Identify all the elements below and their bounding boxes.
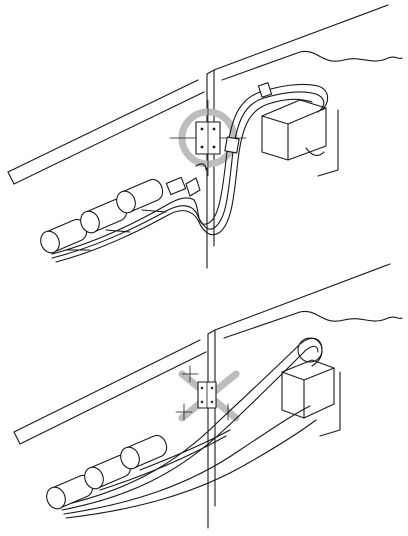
- hinge: [197, 381, 217, 409]
- wire-harness: [51, 82, 329, 263]
- transformer-box: [281, 359, 335, 419]
- right-panel: [206, 4, 403, 269]
- correct-routing-diagram: [7, 4, 403, 269]
- wire-harness: [59, 337, 323, 519]
- hinge: [195, 121, 221, 155]
- right-panel: [207, 263, 403, 529]
- left-panel: [13, 339, 207, 445]
- lamp-cylinder: [116, 178, 167, 214]
- lamp-cylinder: [84, 454, 132, 490]
- lamp-cylinder: [40, 218, 91, 254]
- lamp-cylinders: [46, 434, 168, 510]
- transformer-box: [261, 99, 327, 161]
- lamp-cylinder: [120, 434, 168, 470]
- lamp-cylinders: [40, 178, 167, 254]
- incorrect-routing-diagram: [13, 263, 403, 529]
- left-panel: [7, 79, 205, 185]
